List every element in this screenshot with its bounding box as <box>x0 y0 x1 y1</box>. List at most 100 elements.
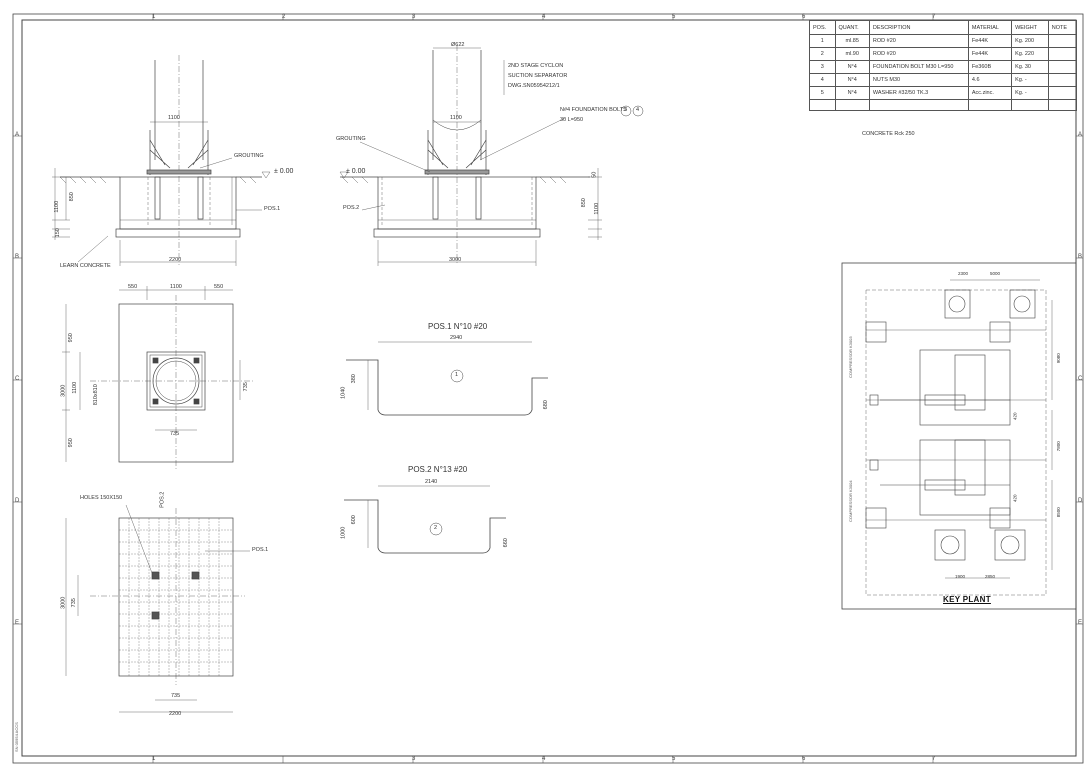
bom-cell-material: Acc.zinc. <box>967 86 1013 100</box>
bom-cell-quant: N°4 <box>834 73 870 87</box>
pos1-plan-label: POS.1 <box>252 547 269 553</box>
key-compressor-2: COMPRESSOR K3004 <box>848 480 853 522</box>
dim-rebar-2200: 2200 <box>169 711 182 717</box>
bom-cell-description: WASHER #32/50 TK.3 <box>868 86 969 100</box>
bom-cell-weight: Kg. 220 <box>1011 47 1049 61</box>
dim-right-1100v: 1100 <box>594 202 601 215</box>
pos2-label-right: POS.2 <box>343 205 360 211</box>
key-compressor-1: COMPRESSOR K3003 <box>848 336 853 378</box>
zone-col-5-bottom: 5 <box>672 756 676 762</box>
bom-header-description: DESCRIPTION <box>868 20 969 35</box>
zone-row-c: C <box>15 376 20 382</box>
dim-left-850: 850 <box>68 192 75 202</box>
zone-col-5: 5 <box>672 14 676 20</box>
key-dim-top1: 2300 <box>958 271 969 276</box>
pos2-title: POS.2 N°13 #20 <box>408 465 468 474</box>
key-dim-bot2: 2850 <box>985 574 996 579</box>
bolts-label-1: N#4 FOUNDATION BOLTS <box>560 107 627 113</box>
bom-cell-note <box>1047 73 1078 87</box>
outer-border <box>12 13 1084 764</box>
bom-header-material: MATERIAL <box>967 20 1013 35</box>
bom-header-pos: POS. <box>809 20 836 35</box>
dim-plan-1100: 1100 <box>170 284 182 290</box>
zone-col-4: 4 <box>542 14 546 20</box>
zone-ticks <box>13 14 1083 763</box>
dim-right-width: 3000 <box>449 257 462 263</box>
bom-cell-note <box>1047 86 1078 100</box>
pos2-length: 2140 <box>425 479 438 485</box>
key-dim-top2: 5000 <box>990 271 1001 276</box>
dim-left-top: 1100 <box>168 115 180 121</box>
pos1-length: 2940 <box>450 335 463 341</box>
zone-row-d: D <box>15 498 20 504</box>
bom-cell-pos: 1 <box>809 34 836 48</box>
holes-label: HOLES 150X150 <box>80 495 123 501</box>
side-drawing-code: SN 05954 ACCS <box>14 722 19 752</box>
bolt-ref-3: 3 <box>624 107 628 113</box>
bom-header-note: NOTE <box>1047 20 1078 35</box>
bom-header-row: POS. QUANT. DESCRIPTION MATERIAL WEIGHT … <box>809 20 1078 35</box>
bom-cell-quant: N°4 <box>834 86 870 100</box>
key-plant-title: KEY PLANT <box>943 595 991 604</box>
key-dim-right2: 7800 <box>1055 441 1061 452</box>
dim-plan-950b: 950 <box>67 438 74 448</box>
section-right <box>339 45 644 266</box>
rebar-pos1 <box>346 341 548 416</box>
bom-header-quant: QUANT. <box>834 20 870 35</box>
section-left <box>52 55 271 266</box>
bom-cell-material: Fe44K <box>967 34 1013 48</box>
zone-row-e-right: E <box>1078 620 1083 626</box>
key-dim-mid2: 420 <box>1012 494 1018 503</box>
key-dim-bot1: 1900 <box>955 574 966 579</box>
pos1-title: POS.1 N°10 #20 <box>428 322 488 331</box>
zone-col-1-bottom: 1 <box>152 756 156 762</box>
zone-row-b-right: B <box>1078 254 1083 260</box>
zone-col-3: 3 <box>412 14 416 20</box>
zone-row-a: A <box>15 132 20 138</box>
zone-col-6: 6 <box>802 14 806 20</box>
dim-plan-735h: 735 <box>242 382 249 392</box>
zone-row-c-right: C <box>1078 376 1083 382</box>
pos1-number: 1 <box>455 372 459 378</box>
learn-concrete-label: LEARN CONCRETE <box>60 263 111 269</box>
bolts-label-2: 30 L=950 <box>560 117 584 123</box>
bom-header-weight: WEIGHT <box>1011 20 1049 35</box>
pos1-h3: 680 <box>542 400 549 410</box>
rebar-pos2 <box>344 485 506 554</box>
dim-left-1100: 1100 <box>54 200 61 213</box>
dim-plan-735: 735 <box>170 431 180 437</box>
bom-cell-note <box>1047 34 1078 48</box>
dim-right-top: Ø622 <box>451 42 465 48</box>
zone-col-6-bottom: 6 <box>802 756 806 762</box>
cyclon-label-3: DWG.SN05954212/1 <box>508 83 560 89</box>
zone-row-e: E <box>15 620 20 626</box>
bom-cell-pos: 3 <box>809 60 836 74</box>
bom-cell-description: ROD #20 <box>868 34 969 48</box>
bom-row: 3 N°4 FOUNDATION BOLT M30 L=950 Fe360B K… <box>809 60 1078 74</box>
bom-blank-row <box>809 99 1078 111</box>
dim-plan-1100v: 1100 <box>72 381 79 394</box>
zone-col-1: 1 <box>152 14 156 20</box>
pos1-label-left: POS.1 <box>264 206 281 212</box>
pos2-h2: 1000 <box>340 526 347 539</box>
pos2-number: 2 <box>434 525 438 531</box>
dim-rebar-735v: 735 <box>70 598 77 608</box>
zone-col-3-bottom: 3 <box>412 756 416 762</box>
grouting-label-left: GROUTING <box>234 153 264 159</box>
level-label-right: ± 0.00 <box>346 168 366 175</box>
bom-row: 1 ml.85 ROD #20 Fe44K Kg. 200 <box>809 34 1078 48</box>
key-dim-right1: 9080 <box>1055 353 1061 364</box>
bom-row: 4 N°4 NUTS M30 4.6 Kg. - <box>809 73 1078 87</box>
bom-cell-weight: Kg. 30 <box>1011 60 1049 74</box>
inner-border <box>21 19 1077 757</box>
pos2-h1: 600 <box>350 515 357 525</box>
zone-col-7: 7 <box>932 14 936 20</box>
bom-cell-description: NUTS M30 <box>868 73 969 87</box>
bom-cell-weight: Kg. 200 <box>1011 34 1049 48</box>
level-label-left: ± 0.00 <box>274 168 294 175</box>
bom-cell-description: ROD #20 <box>868 47 969 61</box>
bom-cell-weight: Kg. - <box>1011 86 1049 100</box>
bom-cell-weight: Kg. - <box>1011 73 1049 87</box>
